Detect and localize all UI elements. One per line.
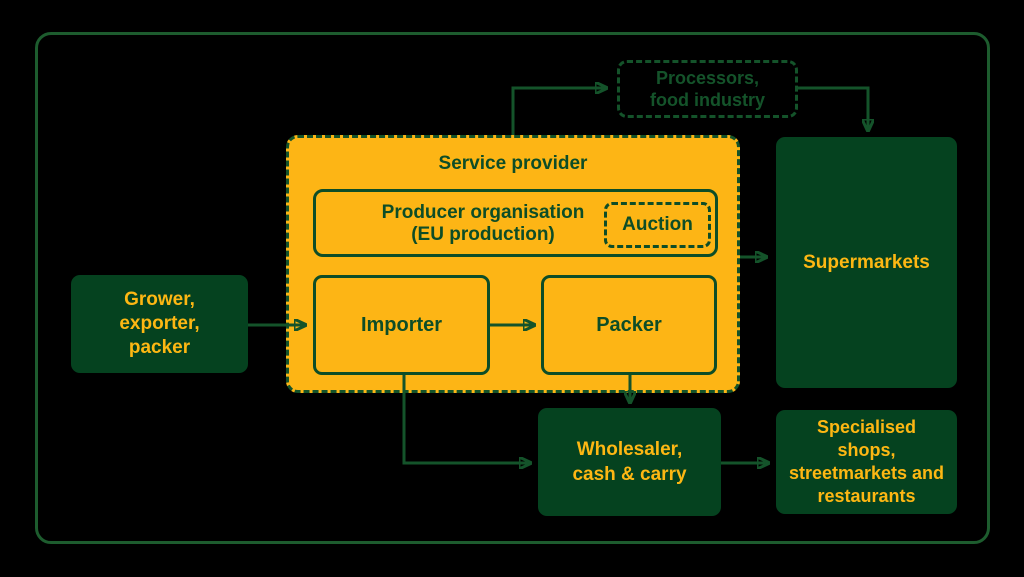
node-label-line: Importer (360, 313, 443, 336)
node-label-line: Auction (622, 214, 693, 235)
node-label-line: restaurants (817, 486, 916, 506)
node-label-line: exporter, (119, 313, 200, 334)
node-packer: Packer (541, 275, 717, 375)
container-service-provider-title: Service provider (438, 153, 588, 174)
node-label-line: (EU production) (411, 224, 555, 245)
node-label-line: streetmarkets and (788, 463, 945, 483)
node-label-line: packer (128, 337, 191, 358)
node-importer: Importer (313, 275, 490, 375)
node-label-line: Supermarkets (803, 251, 930, 273)
node-processors-food-industry: Processors, food industry (617, 60, 798, 118)
node-label-line: cash & carry (572, 464, 687, 485)
node-label-line: food industry (650, 90, 765, 110)
node-label-line: Producer organisation (381, 202, 585, 223)
node-supermarkets: Supermarkets (776, 137, 957, 388)
node-label-line: shops, (837, 440, 896, 460)
node-producer-organisation-label: Producer organisation (EU production) (348, 202, 618, 246)
node-label-line: Wholesaler, (576, 439, 683, 460)
node-grower-exporter-packer: Grower, exporter, packer (71, 275, 248, 373)
node-label-line: Grower, (124, 289, 195, 310)
node-label-line: Packer (596, 313, 662, 336)
node-auction: Auction (604, 202, 711, 248)
node-label-line: Processors, (655, 68, 760, 88)
node-wholesaler-cash-carry: Wholesaler, cash & carry (538, 408, 721, 516)
node-specialised-shops: Specialised shops, streetmarkets and res… (776, 410, 957, 514)
diagram-outer-frame (35, 32, 990, 544)
node-label-line: Specialised (816, 417, 917, 437)
